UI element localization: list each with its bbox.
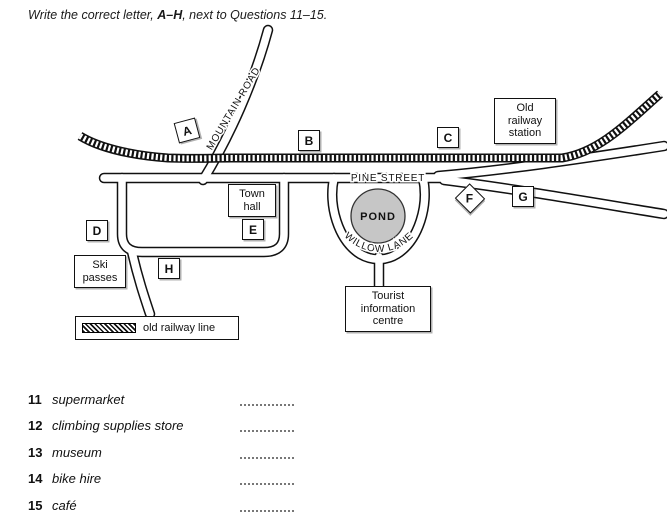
place-box-ski-passes: Ski passes: [74, 255, 126, 289]
question-number: 14: [28, 471, 43, 487]
question-label: museum: [52, 444, 102, 460]
road-fill-loop-left: [118, 174, 288, 256]
place-label-line: Old: [516, 102, 534, 114]
old-railway-line: [77, 90, 663, 163]
marker-label-g: G: [518, 189, 528, 204]
marker-label-c: C: [443, 130, 453, 145]
question-label: bike hire: [52, 471, 102, 487]
place-box-tourist-information-centre: Tourist information centre: [345, 286, 431, 332]
roads: [98, 24, 667, 320]
marker-label-f: F: [466, 191, 474, 206]
marker-box-e: E: [242, 219, 264, 240]
marker-label-e: E: [248, 222, 257, 237]
railway-hatch: [78, 91, 662, 162]
question-label: climbing supplies store: [52, 418, 184, 434]
marker-label-h: H: [164, 261, 174, 276]
answer-blank-13[interactable]: [240, 456, 294, 459]
marker-box-c: C: [437, 127, 459, 148]
street-label-mountain-road: MOUNTAIN ROAD: [205, 65, 263, 152]
questions-list: 11 supermarket 12 climbing supplies stor…: [28, 392, 368, 524]
marker-box-h: H: [158, 258, 180, 279]
place-label-line: railway: [507, 114, 543, 127]
place-box-old-railway-station: Old railway station: [494, 98, 556, 144]
question-label: supermarket: [52, 392, 125, 407]
legend: old railway line: [75, 316, 239, 340]
place-label-line: hall: [243, 200, 261, 213]
place-label-line: Tourist: [371, 290, 405, 302]
marker-box-b: B: [298, 130, 320, 151]
place-label-line: Ski: [92, 259, 108, 271]
railway-casing: [77, 90, 663, 163]
question-number: 12: [28, 418, 43, 434]
instruction-letter-range: A–H: [157, 8, 183, 22]
road-fill-upper-right: [434, 142, 667, 180]
legend-label: old railway line: [143, 322, 216, 334]
question-number: 15: [28, 497, 43, 513]
pond: [350, 188, 406, 244]
question-row-11: 11 supermarket: [28, 392, 368, 418]
marker-label-b: B: [304, 133, 314, 148]
answer-blank-11[interactable]: [240, 403, 294, 406]
road-fill-mountain: [199, 26, 272, 184]
place-box-town-hall: Town hall: [228, 184, 276, 218]
road-fill-lower-right: [440, 176, 667, 218]
question-row-15: 15 café: [28, 498, 368, 524]
marker-label-a: A: [180, 122, 193, 139]
question-row-12: 12 climbing supplies store: [28, 418, 368, 444]
road-fill-willow-loop: [328, 174, 429, 263]
answer-blank-14[interactable]: [240, 482, 294, 486]
question-label: café: [52, 497, 77, 513]
road-fill-south-lane: [128, 248, 154, 318]
place-label-line: station: [508, 127, 542, 140]
railway-swatch-icon: [82, 323, 136, 333]
marker-box-g: G: [512, 186, 534, 207]
question-row-14: 14 bike hire: [28, 471, 368, 497]
marker-label-d: D: [92, 223, 102, 238]
answer-blank-15[interactable]: [240, 509, 294, 512]
place-label-line: information: [360, 302, 416, 315]
answer-blank-12[interactable]: [240, 429, 294, 433]
instruction-suffix: , next to Questions 11–15.: [182, 8, 328, 22]
question-number: 13: [28, 444, 43, 460]
question-number: 11: [28, 392, 42, 407]
question-row-13: 13 museum: [28, 445, 368, 471]
instruction-text: Write the correct letter, A–H, next to Q…: [28, 8, 327, 22]
place-label-line: passes: [82, 271, 118, 284]
street-label-pine-street: PINE STREET: [351, 173, 425, 184]
place-label-line: Town: [239, 188, 265, 200]
marker-box-d: D: [86, 220, 108, 241]
place-label-line: centre: [372, 315, 404, 328]
instruction-prefix: Write the correct letter,: [28, 8, 158, 22]
pond-label: POND: [360, 211, 396, 223]
